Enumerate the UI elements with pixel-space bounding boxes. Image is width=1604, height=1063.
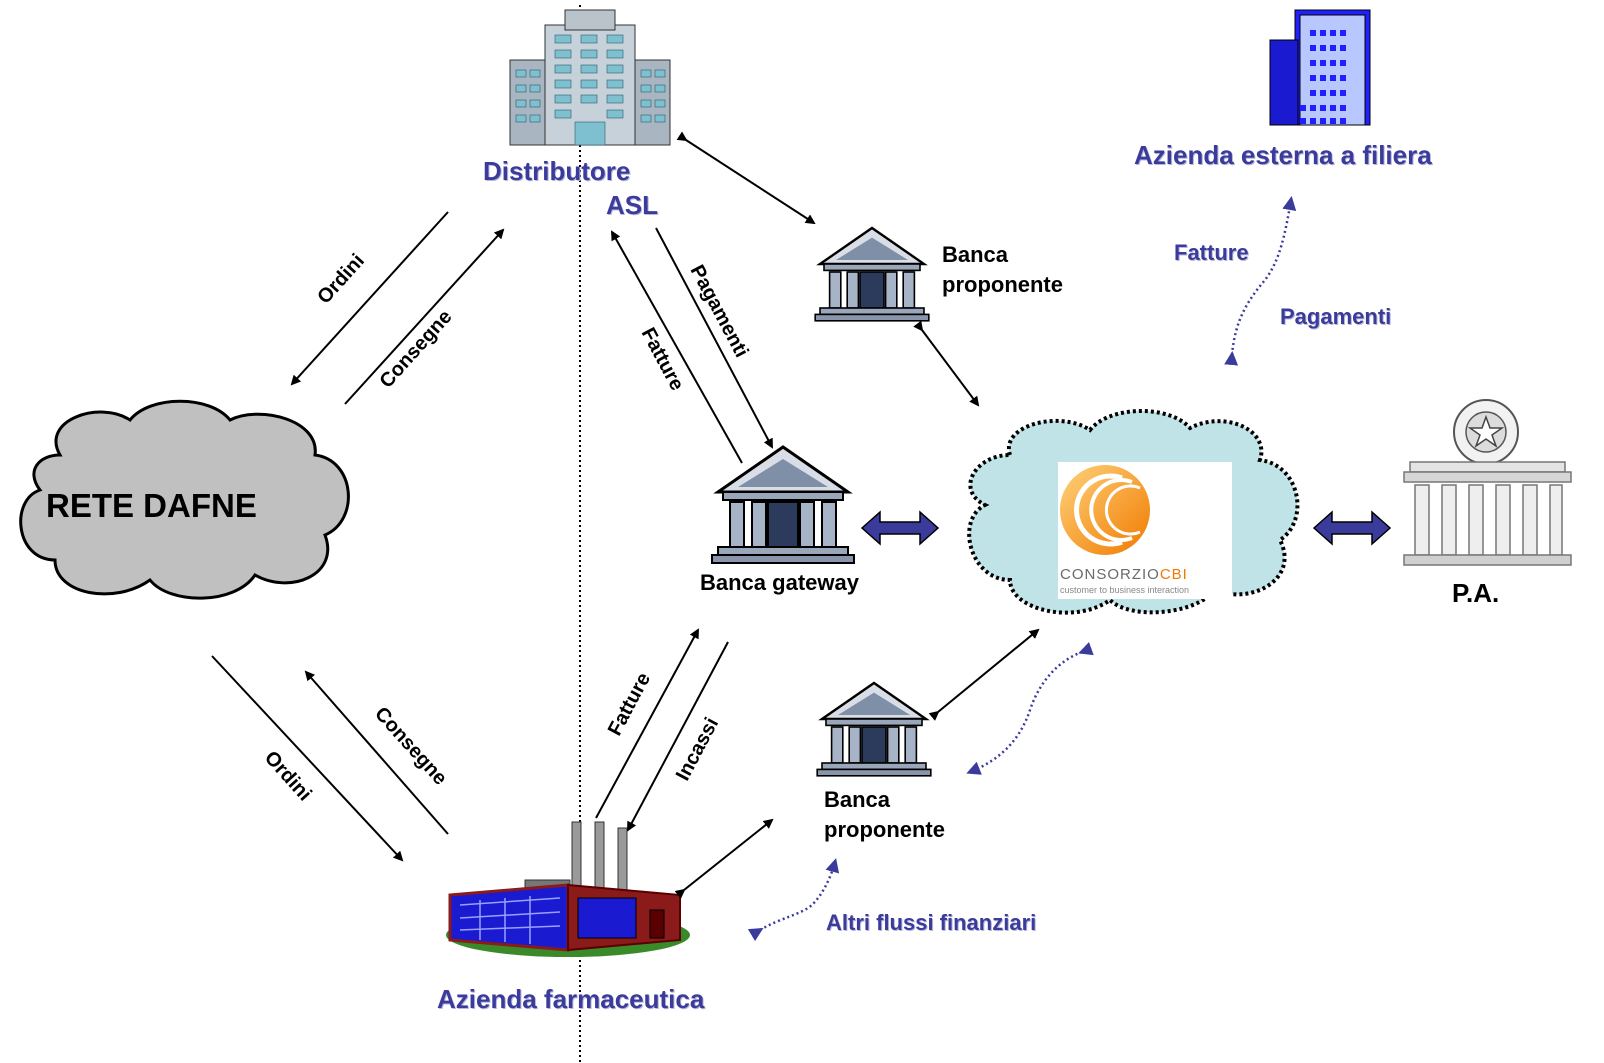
cloud-icon bbox=[19, 399, 350, 600]
flow-label-pagamenti-esterna: Pagamenti bbox=[1280, 304, 1392, 329]
node-label-banca-gateway: Banca gateway bbox=[700, 570, 859, 595]
flow-label-fatture-esterna: Fatture bbox=[1174, 240, 1249, 265]
skyscraper-icon bbox=[1269, 9, 1371, 126]
node-label-rete-dafne: RETE DAFNE bbox=[46, 487, 257, 524]
dotted-flow-arrows bbox=[747, 196, 1297, 942]
node-label-banca-proponente-top-2: proponente bbox=[942, 272, 1063, 297]
flow-label-altri-flussi: Altri flussi finanziari bbox=[826, 910, 1037, 935]
factory-icon bbox=[446, 821, 690, 957]
office-building-icon bbox=[509, 9, 671, 146]
bank-icon bbox=[711, 445, 855, 564]
node-label-banca-proponente-bottom-1: Banca bbox=[824, 787, 891, 812]
node-label-azienda-farmaceutica: Azienda farmaceutica bbox=[437, 984, 705, 1014]
logo-tagline: customer to business interaction bbox=[1060, 585, 1190, 595]
bank-icon bbox=[814, 226, 930, 322]
gateway-cloud-double-arrow bbox=[860, 510, 940, 546]
node-label-distributore: Distributore bbox=[483, 156, 631, 186]
consorzio-cbi-logo bbox=[1058, 462, 1232, 599]
node-label-banca-proponente-bottom-2: proponente bbox=[824, 817, 945, 842]
government-building-icon bbox=[1403, 399, 1572, 566]
bank-icon bbox=[816, 681, 932, 777]
node-label-asl: ASL bbox=[606, 190, 658, 220]
node-label-pa: P.A. bbox=[1452, 578, 1500, 608]
node-label-banca-proponente-top-1: Banca bbox=[942, 242, 1009, 267]
node-label-azienda-esterna: Azienda esterna a filiera bbox=[1134, 140, 1432, 170]
logo-text-consorzio: CONSORZIOCBI bbox=[1060, 566, 1188, 583]
cloud-pa-double-arrow bbox=[1312, 510, 1392, 546]
